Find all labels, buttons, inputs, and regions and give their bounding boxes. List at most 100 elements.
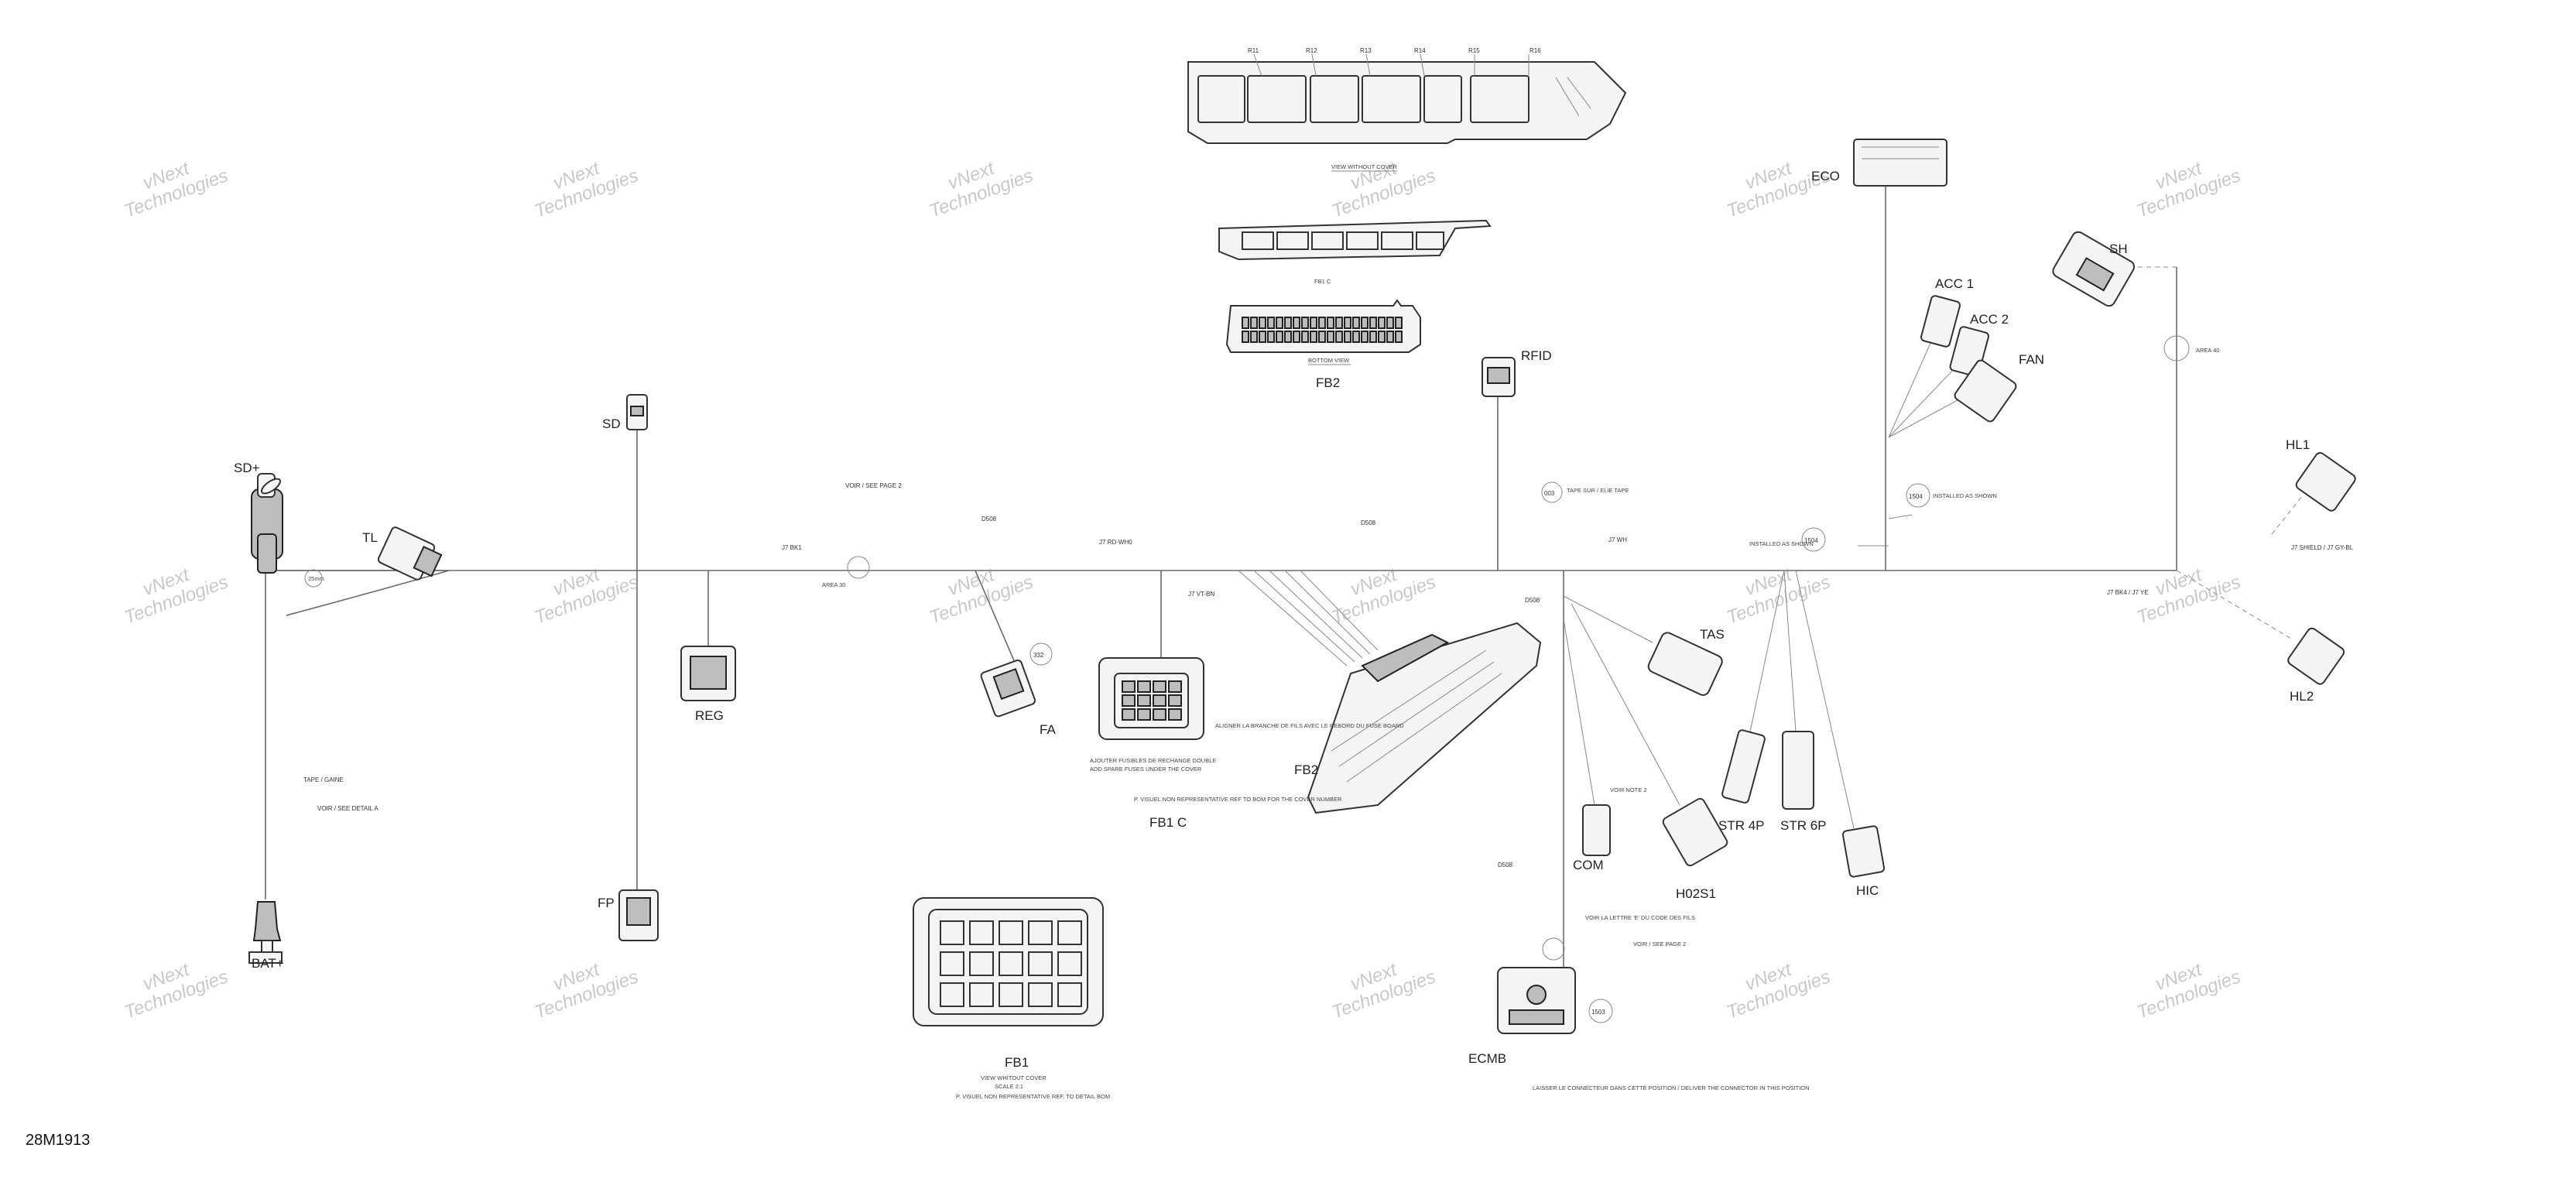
acc1-label: ACC 1 <box>1935 276 1974 291</box>
pin-cell <box>1276 331 1283 343</box>
acc1-connector[interactable]: ACC 1 <box>1920 276 1974 348</box>
eco-connector[interactable]: ECO <box>1811 139 1947 187</box>
pin-cell <box>1395 331 1403 343</box>
tag-t2: J7 RD-WH0 <box>1099 539 1132 546</box>
fb1-note: P. VISUEL NON REPRESENTATIVE REF. TO DET… <box>956 1093 1110 1100</box>
com-label: COM <box>1573 858 1604 872</box>
hic-connector[interactable]: HIC <box>1841 825 1886 898</box>
sd-connector[interactable]: SD <box>602 394 648 431</box>
watermark: vNext Technologies <box>2134 959 2243 1023</box>
pin-cell <box>1361 331 1368 343</box>
pin-cell <box>1276 317 1283 329</box>
pin-cell <box>1168 694 1182 707</box>
pin-cell <box>1386 317 1394 329</box>
sd-plus-label: SD+ <box>234 461 260 475</box>
fb2-mid-label: FB2 <box>1294 762 1318 777</box>
pin-cell <box>999 982 1023 1007</box>
ecmb-label: ECMB <box>1468 1051 1506 1066</box>
pin-cell <box>1168 680 1182 693</box>
fb1c-connector[interactable]: FB1 C <box>1098 657 1204 830</box>
hl2-connector[interactable]: HL2 <box>2287 626 2346 704</box>
bat-plus-connector[interactable]: BAT+ <box>248 901 284 971</box>
pin-cell <box>1327 331 1334 343</box>
pin-cell <box>1028 920 1053 945</box>
pin-cell <box>1301 317 1309 329</box>
bottom-view-label: BOTTOM VIEW <box>1308 357 1350 364</box>
pin-cell <box>1335 331 1343 343</box>
ecmb-connector[interactable]: ECMB <box>1468 967 1576 1066</box>
watermark: vNext Technologies <box>1329 564 1438 629</box>
watermark: vNext Technologies <box>927 564 1036 629</box>
fb2-bottom-view: BOTTOM VIEW FB2 <box>1225 299 1421 390</box>
callout-1504a: 1504 <box>1909 493 1923 500</box>
fb1-connector-view[interactable]: FB1 VIEW WHITOUT COVER SCALE 2:1 P. VISU… <box>913 897 1110 1100</box>
fb2-module[interactable]: FB2 <box>1294 622 1542 814</box>
watermark: vNext Technologies <box>2134 158 2243 222</box>
str6p-connector[interactable]: STR 6P <box>1780 731 1827 833</box>
pin-cell <box>1250 317 1258 329</box>
pin-cell <box>1153 680 1166 693</box>
fa-label: FA <box>1040 722 1056 737</box>
fan-label: FAN <box>2019 352 2044 367</box>
pin-cell <box>1267 317 1275 329</box>
pin-cell <box>1352 331 1360 343</box>
pin-cell <box>1284 331 1292 343</box>
pin-cell <box>1028 982 1053 1007</box>
h02s1-connector[interactable]: H02S1 <box>1662 797 1729 901</box>
eco-label: ECO <box>1811 169 1840 183</box>
sd-plus-connector[interactable]: SD+ <box>234 461 283 574</box>
fb1c-note: P. VISUEL NON REPRESENTATIVE REF TO BOM … <box>1134 796 1342 803</box>
fuse-box-top-view: R11 R12 R13 R14 R15 R16 VIEW WITHOUT COV… <box>1187 47 1627 172</box>
str4p-connector[interactable]: STR 4P <box>1718 729 1766 833</box>
watermark: vNext Technologies <box>122 564 231 629</box>
pin-cell <box>1259 331 1266 343</box>
fan-connector[interactable]: FAN <box>1953 352 2044 423</box>
callout-1503: 1503 <box>1591 1009 1605 1016</box>
fuse-add-note: AJOUTER FUSIBLES DE RECHANGE DOUBLE <box>1090 757 1216 764</box>
pin-cell <box>969 951 994 976</box>
watermark: vNext Technologies <box>1724 564 1833 629</box>
pin-cell <box>999 920 1023 945</box>
tl-connector[interactable]: TL <box>362 526 443 581</box>
str4p-label: STR 4P <box>1718 818 1765 833</box>
pin-cell <box>940 982 964 1007</box>
ecmb-note: LAISSER LE CONNECTEUR DANS CETTE POSITIO… <box>1533 1084 1810 1091</box>
svg-text:R11: R11 <box>1248 47 1259 54</box>
com-connector[interactable]: COM <box>1573 804 1611 872</box>
tag-t13: VOIR / SEE DETAIL A <box>317 805 379 812</box>
watermarks: vNext Technologies vNext Technologies vN… <box>122 158 2243 1023</box>
rfid-connector[interactable]: RFID <box>1482 348 1552 397</box>
pin-cell <box>1369 317 1377 329</box>
watermark: vNext Technologies <box>122 158 231 222</box>
watermark: vNext Technologies <box>1724 959 1833 1023</box>
pin-cell <box>1335 317 1343 329</box>
sh-connector[interactable]: SH <box>2051 230 2136 308</box>
pin-cell <box>1267 331 1275 343</box>
tag-t4: J7 WH <box>1608 536 1627 543</box>
tl-label: TL <box>362 530 378 545</box>
pin-cell <box>1318 331 1326 343</box>
acc2-label: ACC 2 <box>1970 312 2009 327</box>
fb2-top-label: FB2 <box>1316 375 1340 390</box>
installed2-note: INSTALLED AS SHOWN <box>1749 540 1814 547</box>
fb1-view-label: VIEW WHITOUT COVER <box>981 1074 1046 1081</box>
tas-connector[interactable]: TAS <box>1646 627 1725 697</box>
tag-t1: J7 BK1 <box>782 544 802 551</box>
dwn-note: 25mm <box>308 575 324 582</box>
pin-cell <box>1153 694 1166 707</box>
hl1-connector[interactable]: HL1 <box>2286 437 2357 512</box>
reg-label: REG <box>695 708 724 723</box>
area30-note: AREA 30 <box>822 581 845 588</box>
pin-cell <box>1293 331 1300 343</box>
tag-t9: D508 <box>1525 597 1540 604</box>
bat-plus-label: BAT+ <box>252 956 284 971</box>
reg-connector[interactable]: REG <box>680 646 736 723</box>
fp-connector[interactable]: FP <box>598 889 659 941</box>
pin-cell <box>1122 680 1136 693</box>
fp-label: FP <box>598 896 615 910</box>
letter-note: VOIR LA LETTRE 'E' DU CODE DES FILS <box>1585 914 1695 921</box>
callout-1504b: 1504 <box>1804 537 1818 544</box>
pin-cell <box>1352 317 1360 329</box>
fa-connector[interactable]: FA <box>980 659 1056 737</box>
